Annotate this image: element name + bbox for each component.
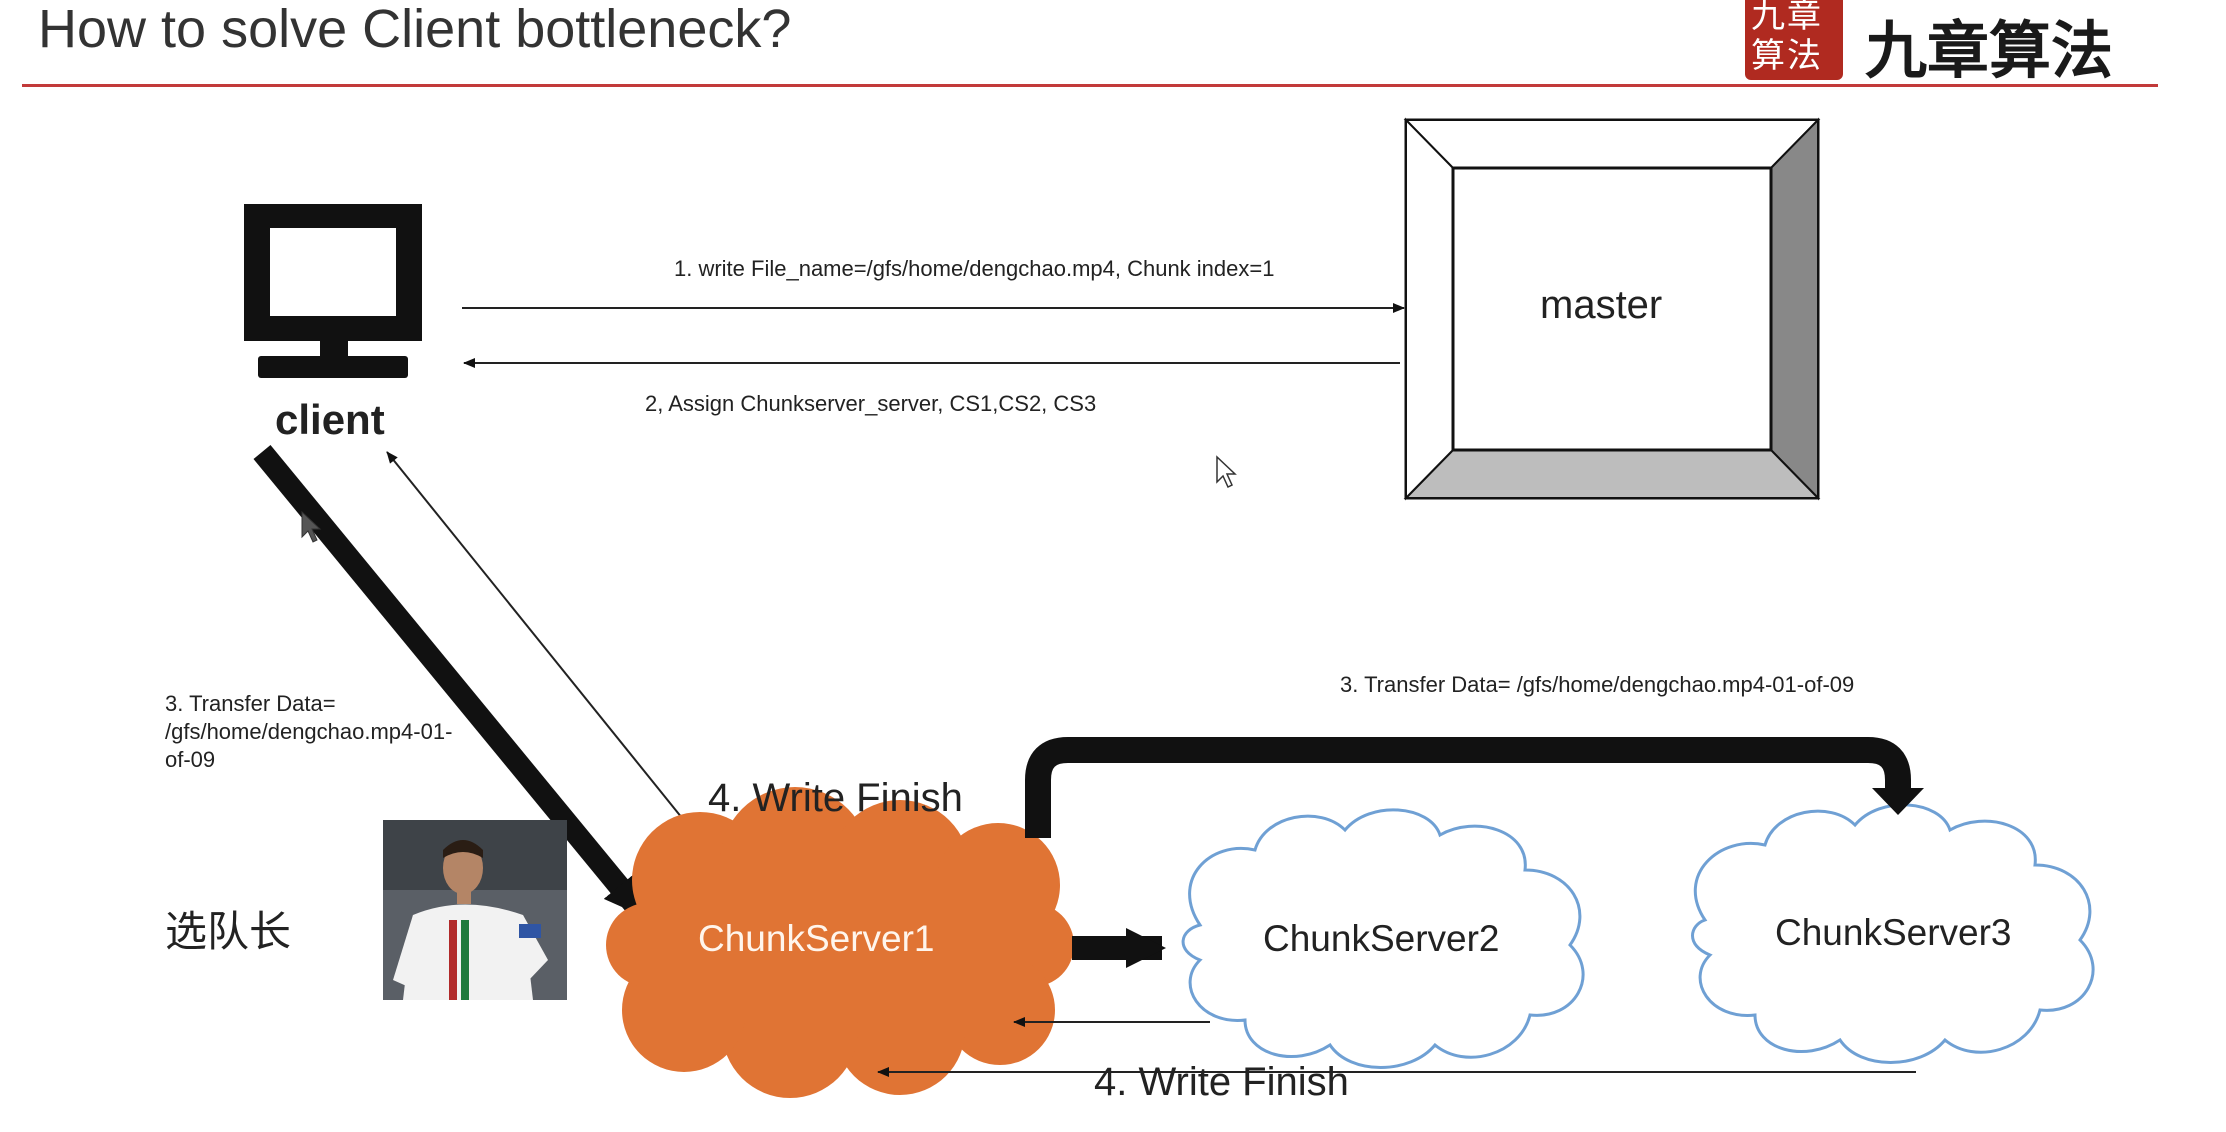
step2-assign-label: 2, Assign Chunkserver_server, CS1,CS2, C… <box>645 391 1097 416</box>
logo-seal-text: 九章算法 <box>1751 0 1823 76</box>
logo-text: 九章算法 <box>1865 14 2114 87</box>
player-photo <box>383 820 567 1000</box>
arrow-chain-to-cs3-head <box>1872 788 1924 815</box>
client-label: client <box>275 396 385 443</box>
arrow-chain-to-cs3 <box>1025 737 1911 838</box>
logo-seal: 九章算法 <box>1745 0 1843 80</box>
mouse-pointer-icon <box>1216 455 1237 489</box>
server-box-icon <box>1403 117 1821 501</box>
chunkserver3-cloud <box>1691 803 2095 1064</box>
step3-client-transfer-label: 3. Transfer Data= /gfs/home/dengchao.mp4… <box>165 691 453 772</box>
arrow-write-finish-client <box>386 451 704 845</box>
chunkserver1-label: ChunkServer1 <box>698 918 935 959</box>
chunkserver3-label: ChunkServer3 <box>1775 912 2012 953</box>
step4-write-finish-bottom-label: 4. Write Finish <box>1094 1060 1349 1104</box>
logo: 九章算法 九章算法 <box>1745 0 2170 87</box>
title-rule <box>22 84 2158 87</box>
step3-chain-transfer-label: 3. Transfer Data= /gfs/home/dengchao.mp4… <box>1340 672 1855 697</box>
arrow-transfer-data-client <box>253 445 651 921</box>
chunkserver2-cloud <box>1181 808 1585 1069</box>
step1-write-request-label: 1. write File_name=/gfs/home/dengchao.mp… <box>674 256 1275 281</box>
computer-monitor-icon <box>244 204 422 378</box>
leader-election-label: 选队长 <box>165 907 292 956</box>
master-label: master <box>1540 283 1663 327</box>
chunkserver2-label: ChunkServer2 <box>1263 918 1500 959</box>
step4-write-finish-top-label: 4. Write Finish <box>708 776 963 820</box>
mouse-pointer-icon <box>301 510 322 543</box>
slide-title: How to solve Client bottleneck? <box>38 0 792 59</box>
chunkserver1-cloud <box>606 787 1074 1098</box>
